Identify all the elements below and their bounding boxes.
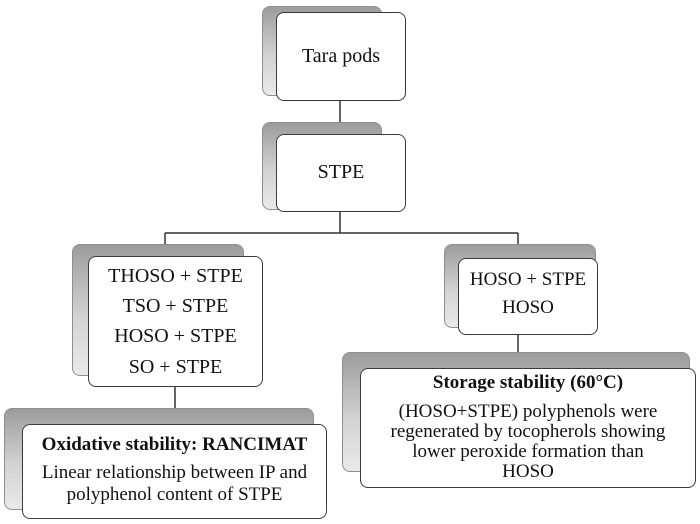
left-list-item: HOSO + STPE: [114, 325, 237, 347]
storage-title: Storage stability (60°C): [432, 372, 624, 393]
storage-line: HOSO: [502, 461, 554, 482]
oxidative-title: Oxidative stability: RANCIMAT: [41, 434, 308, 455]
left-list-item: SO + STPE: [128, 356, 223, 378]
left-list-item: THOSO + STPE: [108, 265, 243, 287]
right-list-item: HOSO: [502, 297, 554, 318]
storage-line: (HOSO+STPE) polyphenols were: [398, 401, 658, 422]
right-list-item: HOSO + STPE: [469, 269, 587, 290]
storage-line: lower peroxide formation than: [412, 441, 644, 462]
storage-line: regenerated by tocopherols showing: [390, 421, 666, 442]
label-tara-pods: Tara pods: [301, 45, 381, 67]
left-list-item: TSO + STPE: [122, 295, 229, 317]
oxidative-line: Linear relationship between IP and: [41, 462, 308, 483]
label-stpe: STPE: [317, 161, 365, 183]
oxidative-line: polyphenol content of STPE: [66, 484, 283, 505]
